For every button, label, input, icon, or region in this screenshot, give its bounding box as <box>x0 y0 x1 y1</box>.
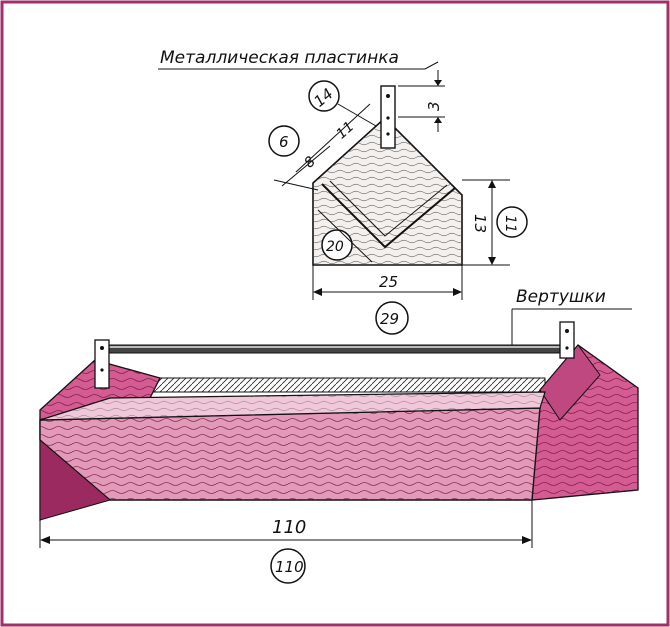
turnbuckles-label: Вертушки <box>516 287 606 307</box>
dim-side-height-alt: 11 <box>502 215 518 233</box>
left-bracket <box>94 339 110 389</box>
metal-plate-label: Металлическая пластинка <box>160 48 399 68</box>
dim-outer-width: 29 <box>380 310 399 328</box>
dim-length-upper: 110 <box>272 517 306 538</box>
dim-inner-width: 25 <box>379 273 398 291</box>
dim-circle-11 <box>496 206 528 238</box>
dim-slot-width: 6 <box>279 133 289 151</box>
dim-circle-110 <box>270 548 306 584</box>
dim-inner-depth: 20 <box>326 239 344 255</box>
cross-section: Металлическая пластинка 3 14 11 6 8 20 1… <box>158 48 528 335</box>
dim-circle-14 <box>308 80 340 112</box>
dim-length-lower: 110 <box>275 558 304 576</box>
dim-circle-20 <box>321 229 353 261</box>
dim-side-height: 13 <box>471 214 489 233</box>
dim-circle-29 <box>375 301 409 335</box>
right-bracket <box>559 321 575 359</box>
length-dimension: 110 110 <box>39 500 533 584</box>
dim-circle-6 <box>268 125 300 157</box>
turnbuckle-rod <box>94 321 575 389</box>
section-notch <box>321 183 456 249</box>
dim-plate-length: 3 <box>425 101 443 111</box>
feeder-body <box>39 344 639 522</box>
